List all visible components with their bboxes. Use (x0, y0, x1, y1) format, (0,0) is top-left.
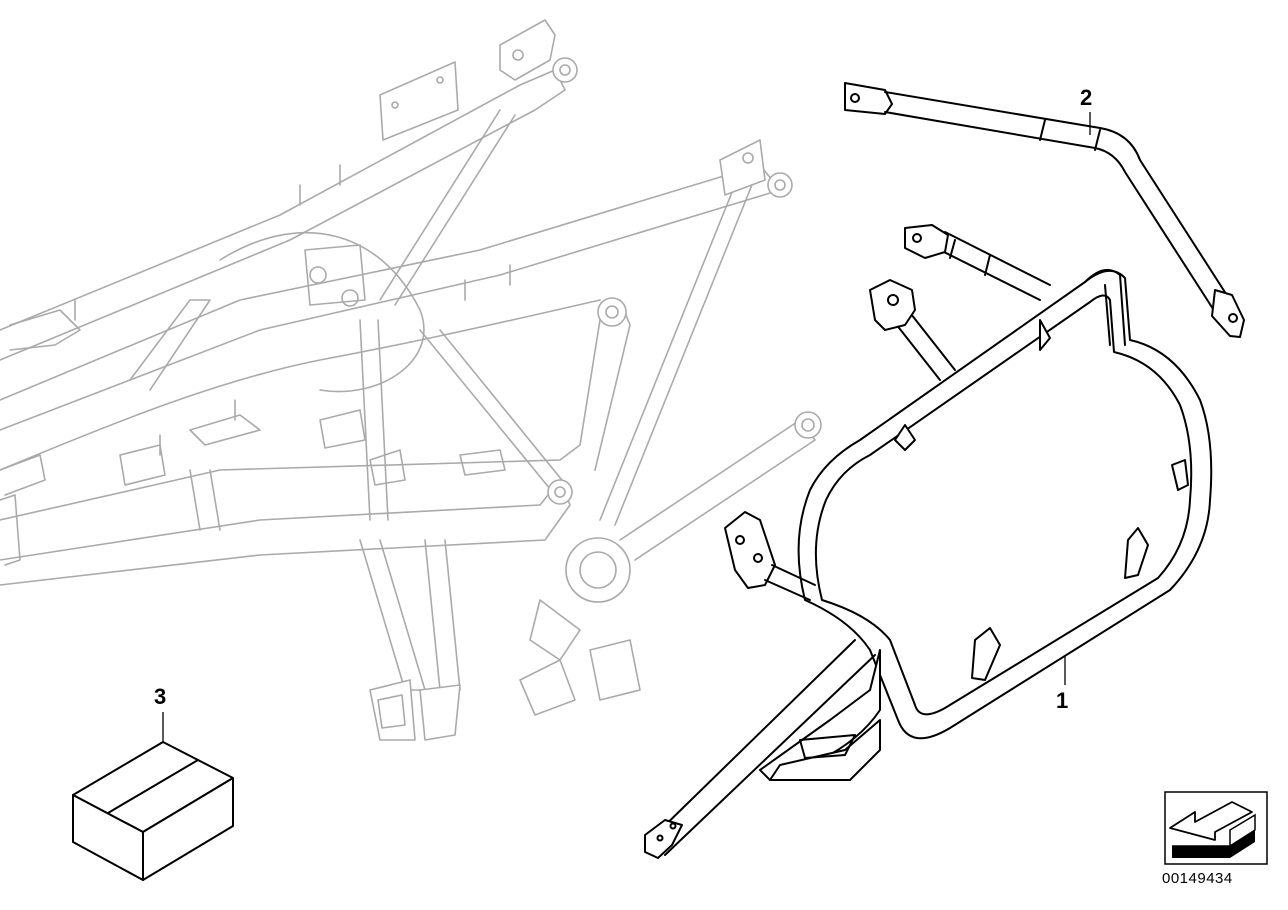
part-1-pannier-holder (644, 224, 1213, 859)
rear-frame-ghost (0, 19, 822, 741)
callout-1: 1 (1056, 688, 1069, 713)
part-2-upper-tube (844, 82, 1245, 338)
box-icon (72, 741, 234, 881)
callout-2: 2 (1080, 85, 1093, 110)
document-id: 00149434 (1162, 870, 1233, 887)
callout-3: 3 (154, 684, 167, 709)
direction-arrow-icon (1164, 791, 1268, 865)
